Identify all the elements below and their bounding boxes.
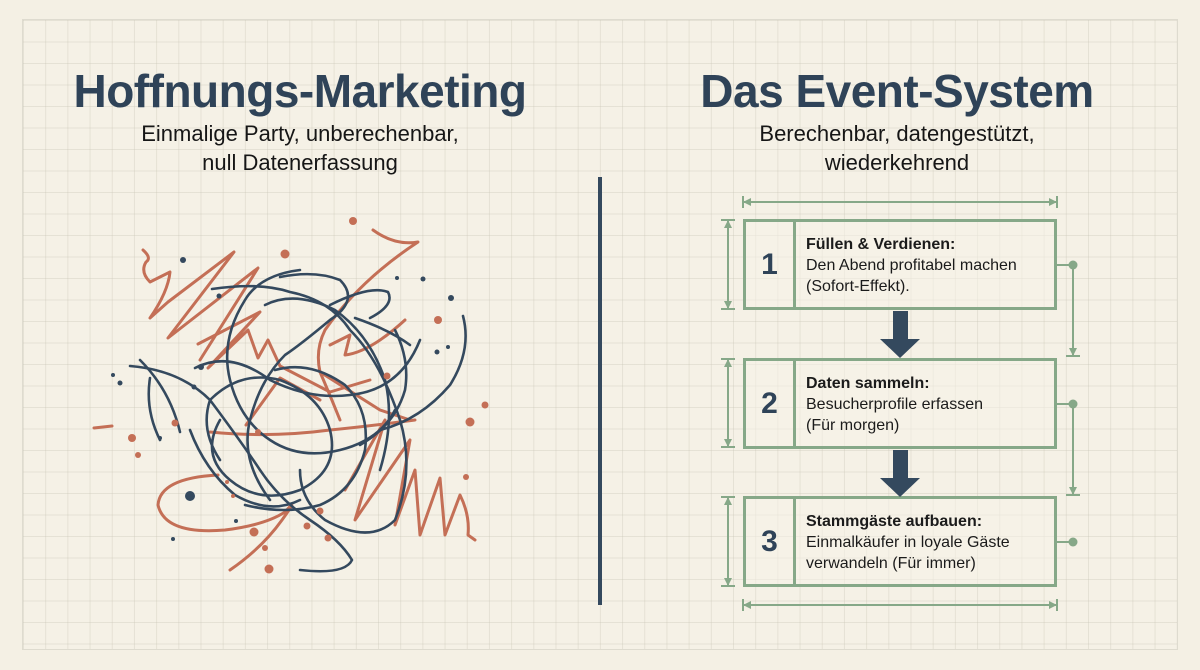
step-line-2a: Besucherprofile erfassen bbox=[806, 396, 983, 413]
step-box-1: 1 Füllen & Verdienen: Den Abend profitab… bbox=[743, 219, 1057, 310]
step-number-2: 2 bbox=[746, 361, 796, 446]
step-text-3: Stammgäste aufbauen: Einmalkäufer in loy… bbox=[796, 499, 1010, 584]
step-text-1: Füllen & Verdienen: Den Abend profitabel… bbox=[796, 222, 1017, 307]
flow-arrow-down-icon-1 bbox=[880, 311, 920, 358]
connector-1-to-2 bbox=[1057, 264, 1080, 357]
step-text-2: Daten sammeln: Besucherprofile erfassen … bbox=[796, 361, 983, 446]
connector-dot-2 bbox=[1068, 399, 1078, 409]
connector-2-to-3 bbox=[1057, 403, 1080, 496]
right-subtitle-line-2: wiederkehrend bbox=[824, 150, 970, 175]
left-subtitle-line-1: Einmalige Party, unberechenbar, bbox=[141, 121, 459, 146]
connector-dot-1 bbox=[1068, 260, 1078, 270]
step-line-1b: (Sofort-Effekt). bbox=[806, 278, 910, 295]
right-subtitle: Berechenbar, datengestützt, wiederkehren… bbox=[597, 119, 1197, 177]
step-number-1: 1 bbox=[746, 222, 796, 307]
height-dimension-2 bbox=[721, 358, 735, 448]
left-title: Hoffnungs-Marketing bbox=[73, 65, 527, 117]
top-width-dimension bbox=[742, 196, 1058, 208]
step-heading-2: Daten sammeln: bbox=[806, 375, 930, 392]
height-dimension-1 bbox=[721, 219, 735, 310]
step-heading-1: Füllen & Verdienen: bbox=[806, 236, 956, 253]
height-dimension-3 bbox=[721, 496, 735, 587]
step-box-3: 3 Stammgäste aufbauen: Einmalkäufer in l… bbox=[743, 496, 1057, 587]
chaotic-scribble-illustration bbox=[92, 217, 489, 574]
step-box-2: 2 Daten sammeln: Besucherprofile erfasse… bbox=[743, 358, 1057, 449]
navy-strokes bbox=[128, 268, 467, 573]
left-subtitle-line-2: null Datenerfassung bbox=[202, 150, 398, 175]
scatter-dots bbox=[111, 217, 489, 574]
step-line-3b: verwandeln (Für immer) bbox=[806, 555, 976, 572]
left-subtitle: Einmalige Party, unberechenbar, null Dat… bbox=[0, 119, 600, 177]
center-divider bbox=[598, 177, 602, 605]
connector-dot-3 bbox=[1068, 537, 1078, 547]
step-line-2b: (Für morgen) bbox=[806, 417, 900, 434]
right-subtitle-line-1: Berechenbar, datengestützt, bbox=[759, 121, 1035, 146]
step-number-3: 3 bbox=[746, 499, 796, 584]
right-title: Das Event-System bbox=[700, 65, 1094, 117]
flow-arrow-down-icon-2 bbox=[880, 450, 920, 497]
step-line-3a: Einmalkäufer in loyale Gäste bbox=[806, 534, 1010, 551]
step-line-1a: Den Abend profitabel machen bbox=[806, 257, 1017, 274]
step-heading-3: Stammgäste aufbauen: bbox=[806, 513, 983, 530]
bottom-width-dimension bbox=[742, 599, 1058, 611]
